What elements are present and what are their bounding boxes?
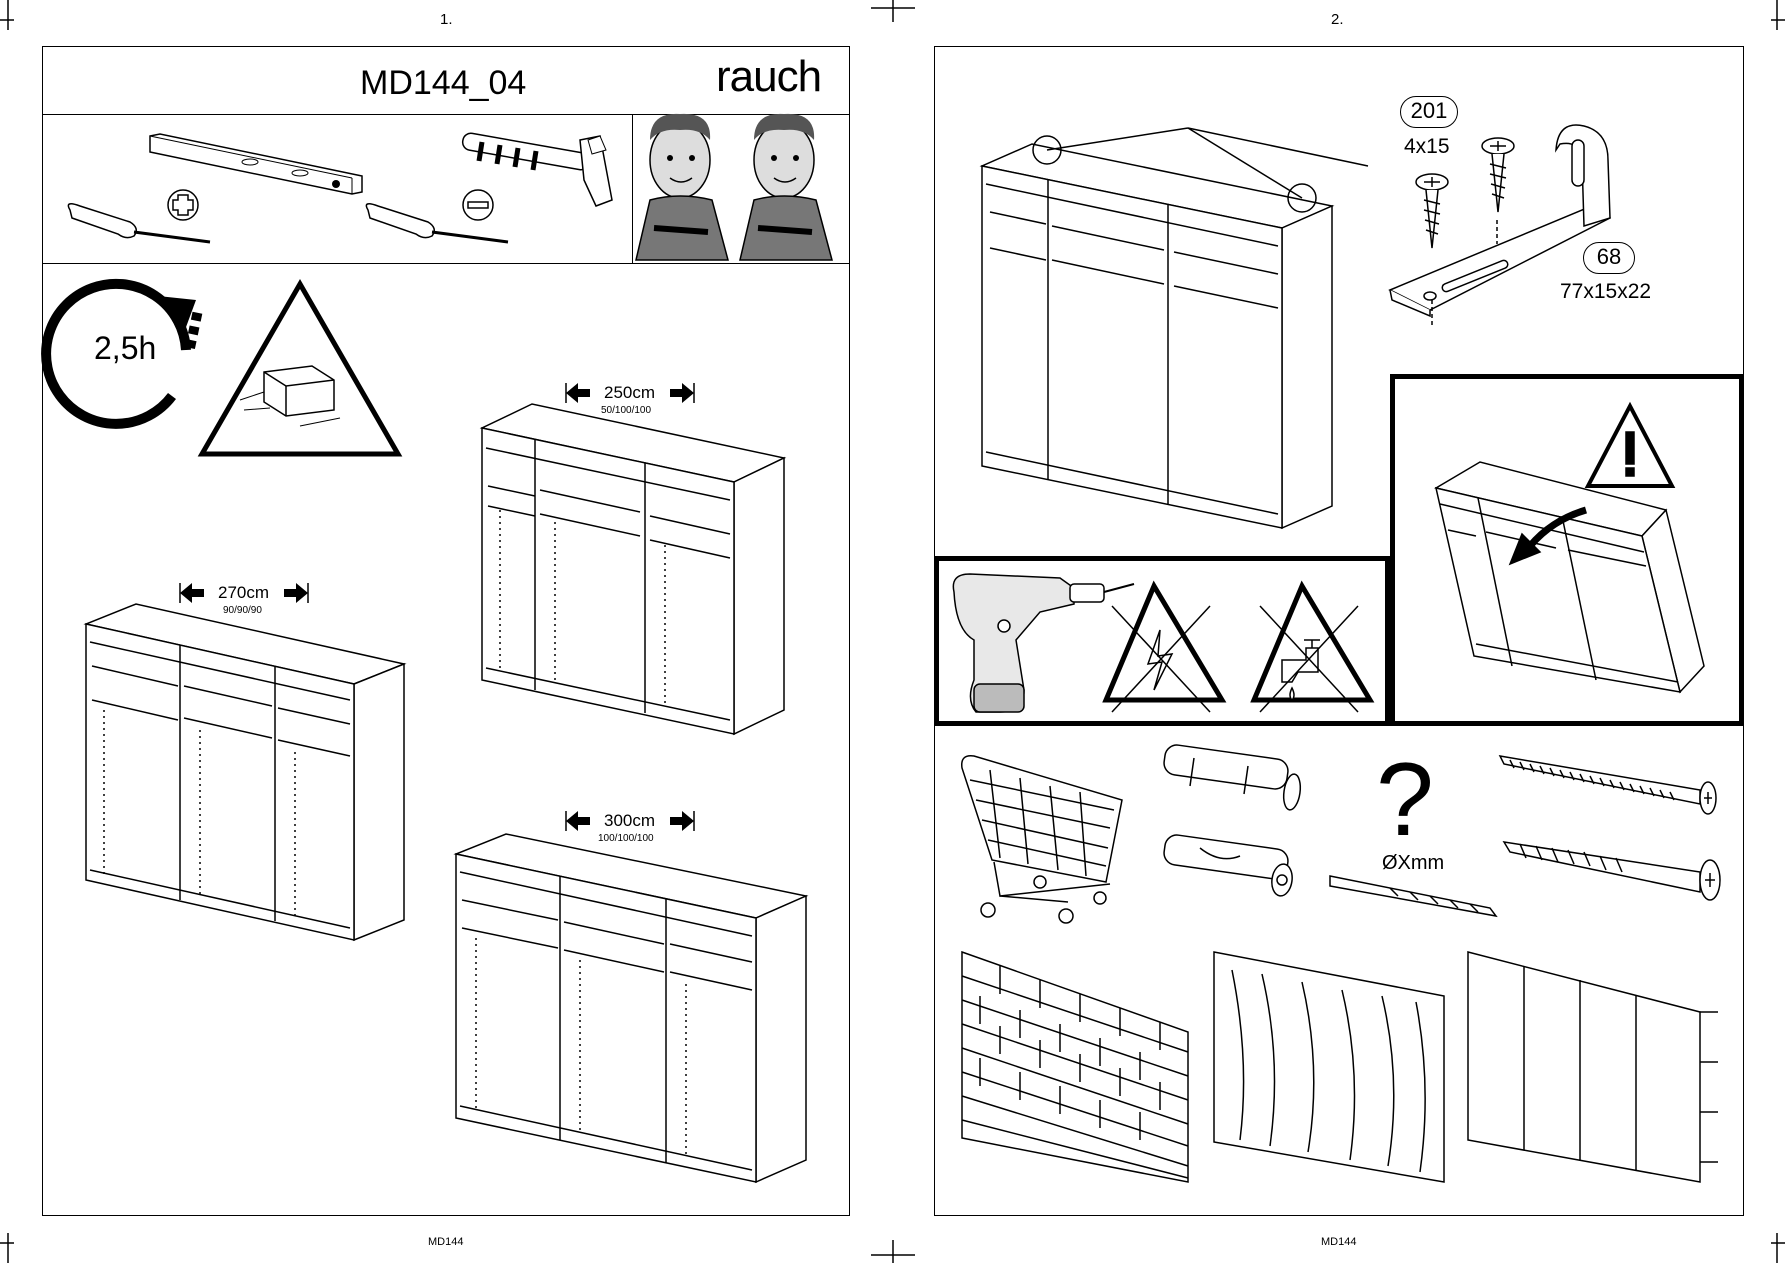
header-divider: [42, 114, 850, 115]
footer-label: MD144: [428, 1236, 464, 1248]
question-mark-icon: ?: [1376, 742, 1434, 858]
tools-divider: [42, 263, 850, 264]
brand-logo: rauch: [716, 52, 822, 101]
drywall-icon: [1467, 951, 1718, 1183]
water-pipe-warning-icon: [1250, 580, 1375, 713]
duration-label: 2,5h: [94, 330, 157, 366]
screwdriver-phillips-icon: [67, 203, 211, 244]
page-number: 1.: [440, 11, 453, 28]
drill-diameter-label: ØXmm: [1382, 852, 1445, 874]
part-size-label: 77x15x22: [1560, 280, 1652, 303]
brick-wall-icon: [961, 950, 1189, 1183]
person-icon: [739, 113, 833, 261]
wardrobe-width-label: 270cm: [218, 583, 270, 602]
wardrobe-width-label: 300cm: [604, 811, 656, 830]
tools-vdivider: [632, 114, 633, 263]
wood-wall-icon: [1213, 951, 1445, 1183]
wardrobe-sections-label: 100/100/100: [598, 833, 654, 844]
screw-icon: [1415, 173, 1449, 249]
electric-warning-icon: [1102, 580, 1227, 713]
page-frame: [42, 46, 850, 1216]
tilt-warning-panel: [1390, 374, 1744, 726]
screw-icon: [1481, 137, 1515, 213]
spirit-level-icon: [149, 133, 363, 195]
drill-bit-icon: [1329, 875, 1498, 918]
shopping-cart-icon: [961, 755, 1123, 924]
part-size-label: 4x15: [1404, 135, 1450, 158]
angle-bracket-icon: [1388, 124, 1611, 328]
screwdriver-flat-icon: [365, 203, 509, 244]
wall-plug-icon: [1163, 744, 1302, 811]
wardrobe-drawing: [83, 603, 407, 942]
part-number-badge: 68: [1583, 242, 1635, 274]
page-number: 2.: [1331, 11, 1344, 28]
footer-label: MD144: [1321, 1236, 1357, 1248]
wall-plug-icon: [1163, 834, 1293, 897]
wardrobe-width-label: 250cm: [604, 383, 656, 402]
screw-icon: [1498, 755, 1717, 815]
plus-icon: [167, 189, 199, 221]
wardrobe-sections-label: 90/90/90: [223, 605, 262, 616]
wardrobe-sections-label: 50/100/100: [601, 405, 652, 416]
drill-warning-panel: [934, 556, 1390, 726]
screw-icon: [1502, 841, 1721, 901]
model-title: MD144_04: [360, 64, 527, 102]
drill-icon: [952, 573, 1135, 713]
minus-icon: [462, 189, 494, 221]
hammer-icon: [461, 132, 613, 207]
person-icon: [635, 113, 729, 261]
warning-triangle-icon: [1584, 401, 1676, 488]
wardrobe-drawing: [479, 403, 787, 736]
wardrobe-drawing: [453, 833, 809, 1184]
part-number-badge: 201: [1400, 96, 1458, 128]
